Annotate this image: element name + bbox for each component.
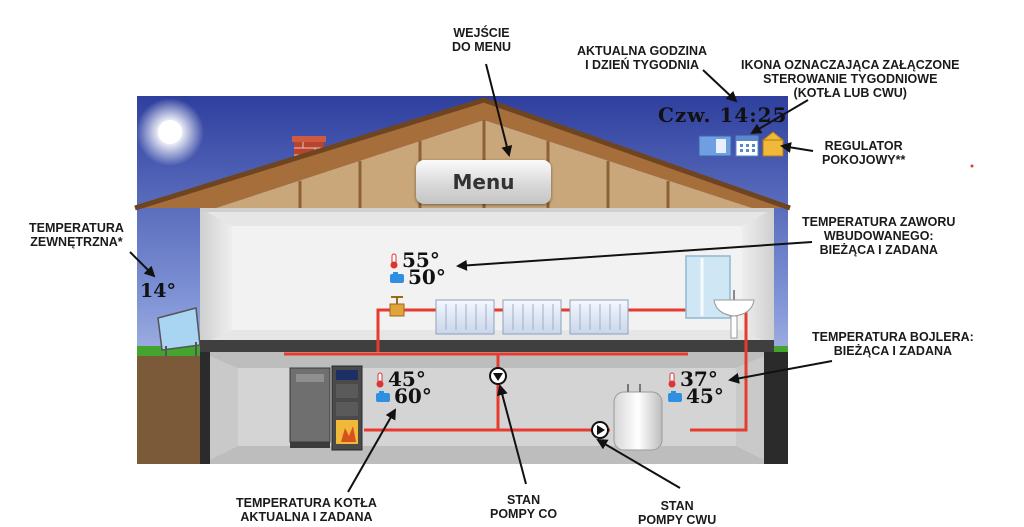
tap-icon <box>668 390 682 402</box>
label-dhw-temp: TEMPERATURA BOJLERA:BIEŻĄCA I ZADANA <box>812 330 974 358</box>
valve-temperatures: 55° 50° <box>389 248 446 289</box>
annotation-line: TEMPERATURA KOTŁA <box>236 496 377 510</box>
annotation-line: REGULATOR <box>824 139 903 153</box>
tap-icon <box>390 271 404 283</box>
boiler-current-temp: 45° <box>388 367 426 391</box>
calendar-icon <box>735 135 759 157</box>
annotation-line: ZEWNĘTRZNA* <box>30 235 123 249</box>
annotation-line: STEROWANIE TYGODNIOWE <box>763 72 938 86</box>
sim-card-icon <box>698 135 732 157</box>
annotation-line: POMPY CWU <box>638 513 717 527</box>
menu-button[interactable]: Menu <box>416 160 551 204</box>
annotation-line: BIEŻĄCA I ZADANA <box>833 344 953 358</box>
annotation-line: STAN <box>660 499 694 513</box>
pump-icon <box>591 421 609 439</box>
annotation-line: POKOJOWY** <box>822 153 906 167</box>
stray-dot <box>970 164 974 168</box>
sink-icon <box>713 290 755 339</box>
annotation-line: AKTUALNA I ZADANA <box>240 510 373 524</box>
annotation-line: WEJŚCIE <box>453 26 510 40</box>
annotation-line: DO MENU <box>452 40 512 54</box>
boiler-temperatures: 45° 60° <box>375 367 432 408</box>
valve-icon <box>389 296 405 317</box>
tap-icon <box>376 390 390 402</box>
pipes <box>284 304 748 432</box>
annotation-line: TEMPERATURA <box>29 221 124 235</box>
device-screen <box>134 96 974 464</box>
annotation-line: WBUDOWANEGO: <box>823 229 934 243</box>
annotation-line: I DZIEŃ TYGODNIA <box>585 58 699 72</box>
dhw-temperatures: 37° 45° <box>667 367 724 408</box>
annotation-line: TEMPERATURA BOJLERA: <box>812 330 974 344</box>
time-label: 14:25 <box>719 103 788 127</box>
dhw-current-temp: 37° <box>680 367 718 391</box>
annotation-line: BIEŻĄCA I ZADANA <box>819 243 938 257</box>
radiator-icon <box>435 299 629 335</box>
annotation-line: IKONA OZNACZAJĄCA ZAŁĄCZONE <box>741 58 960 72</box>
thermometer-icon <box>376 372 384 387</box>
annotation-line: TEMPERATURA ZAWORU <box>802 215 956 229</box>
dhw-set-temp: 45° <box>686 384 724 408</box>
annotation-line: POMPY CO <box>490 507 558 521</box>
annotation-line: AKTUALNA GODZINA <box>577 44 708 58</box>
annotation-line: STAN <box>507 493 541 507</box>
thermometer-icon <box>390 253 398 268</box>
thermometer-icon <box>668 372 676 387</box>
annotation-line: (KOTŁA LUB CWU) <box>793 86 907 100</box>
boiler-set-temp: 60° <box>394 384 432 408</box>
boiler-icon <box>289 365 363 451</box>
floor-slab <box>200 340 774 352</box>
sun-icon <box>136 98 204 166</box>
valve-current-temp: 55° <box>402 248 440 272</box>
dhw-tank-icon <box>613 384 663 451</box>
pump-icon <box>489 367 507 385</box>
clock-display: Czw. 14:25 <box>658 103 787 127</box>
outdoor-temperature: 14° <box>140 280 176 302</box>
valve-set-temp: 50° <box>408 265 446 289</box>
day-label: Czw. <box>658 103 712 127</box>
